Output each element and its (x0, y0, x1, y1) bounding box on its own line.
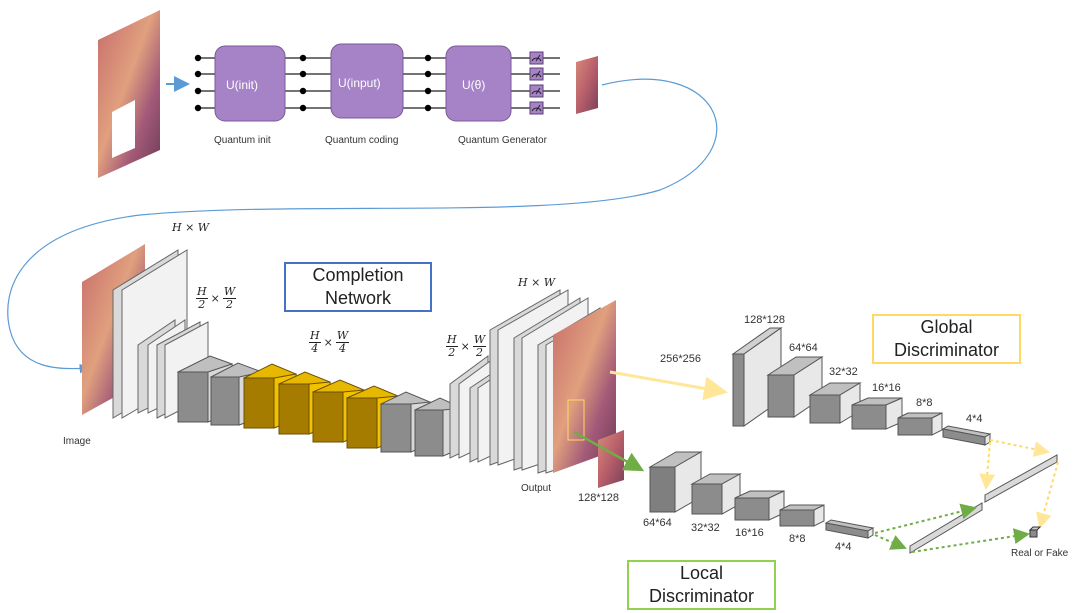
ld-size-64: 64*64 (643, 517, 672, 529)
meter-icon (529, 101, 544, 115)
meter-icon (529, 67, 544, 81)
local-crop-image (598, 430, 624, 488)
gd-size-16: 16*16 (872, 382, 901, 394)
gd-layer-16 (851, 397, 903, 430)
gd-size-64: 64*64 (789, 342, 818, 354)
quantum-generator-caption: Quantum Generator (458, 135, 547, 146)
gate-u-theta (445, 45, 512, 122)
global-fusion-arrows (979, 439, 1059, 529)
ld-layer-16 (734, 490, 785, 521)
quantum-coding-caption: Quantum coding (325, 135, 399, 146)
completion-middle-blocks (176, 355, 464, 457)
local-fusion-arrows (874, 503, 1030, 553)
quantum-output-patch (576, 56, 598, 114)
gd-size-8: 8*8 (916, 397, 933, 409)
quantum-wire-dots (194, 54, 432, 112)
gd-size-32: 32*32 (829, 366, 858, 378)
gate-u-theta-label: U(θ) (462, 78, 486, 92)
ld-size-4: 4*4 (835, 541, 852, 553)
gate-u-input (330, 43, 404, 119)
local-crop-marker (567, 399, 585, 441)
local-input-arrow (573, 430, 645, 472)
global-discriminator-blocks (731, 327, 992, 446)
gd-layer-4 (941, 425, 992, 446)
local-input-size: 128*128 (578, 492, 619, 504)
real-or-fake-label: Real or Fake (1011, 548, 1069, 559)
quantum-init-caption: Quantum init (214, 135, 271, 146)
quantum-input-image (98, 10, 160, 178)
gate-u-input-label: U(input) (338, 76, 381, 90)
output-cube (1028, 526, 1042, 538)
ld-layer-4 (824, 519, 875, 539)
meter-icon (529, 84, 544, 98)
global-input-arrow (609, 370, 728, 401)
gd-layer-8 (897, 412, 943, 436)
gate-u-init-label: U(init) (226, 78, 258, 92)
measurement-icons (529, 51, 544, 115)
ld-size-32: 32*32 (691, 522, 720, 534)
input-image-label: Image (63, 436, 91, 447)
gd-size-4: 4*4 (966, 413, 983, 425)
meter-icon (529, 51, 544, 65)
quantum-to-network-curve (7, 78, 718, 374)
ld-layer-32 (690, 473, 742, 515)
local-discriminator-blocks (648, 451, 875, 539)
dim-hxw-top: H × W (172, 221, 210, 234)
ld-size-16: 16*16 (735, 527, 764, 539)
completion-encoder (112, 249, 209, 419)
output-image-label: Output (521, 483, 552, 494)
gd-size-128: 128*128 (744, 314, 785, 326)
ld-layer-8 (779, 504, 825, 527)
fusion-bars (909, 454, 1058, 554)
global-input-size: 256*256 (660, 353, 701, 365)
dim-hxw-decoder: H × W (518, 276, 556, 289)
gate-u-init (214, 45, 286, 122)
completion-output-image (553, 300, 616, 473)
ld-size-8: 8*8 (789, 533, 806, 545)
